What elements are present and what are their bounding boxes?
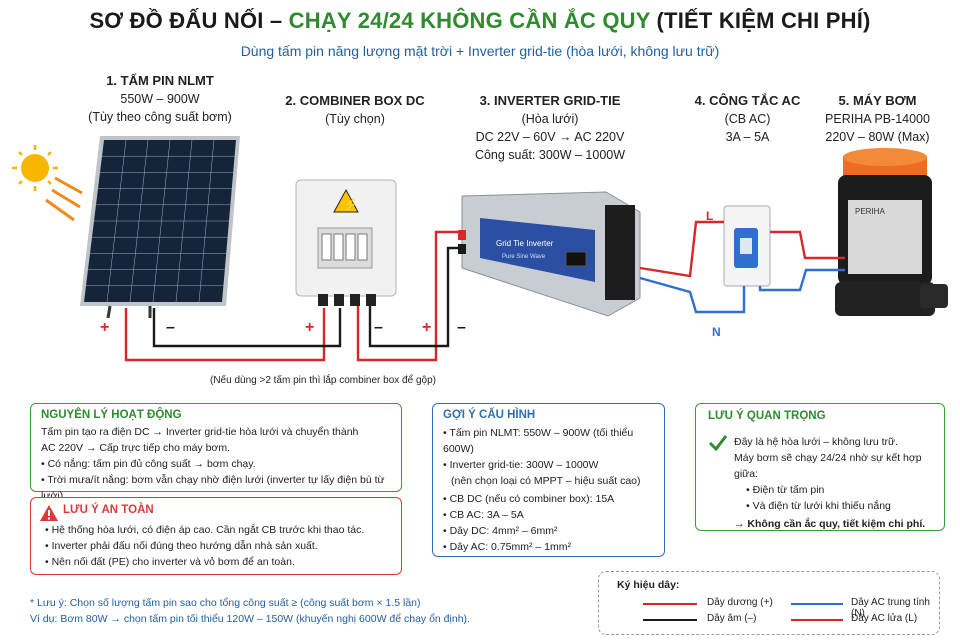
legend-swatch-negative (643, 619, 697, 621)
solar-heading: 1. TẤM PIN NLMT (106, 73, 214, 88)
page-title: SƠ ĐỒ ĐẤU NỐI – CHẠY 24/24 KHÔNG CẦN ẮC … (0, 8, 960, 34)
principle-panel: NGUYÊN LÝ HOẠT ĐỘNG Tấm pin tạo ra điện … (30, 403, 402, 502)
legend-title: Ký hiệu dây: (617, 579, 680, 591)
dc-negative-wire (152, 308, 342, 348)
inverter-voltage: DC 22V – 60V → AC 220V (475, 130, 625, 144)
solar-panel (80, 136, 240, 319)
legend-label-live: Dây AC lửa (L) (851, 613, 918, 624)
dc-wiring (124, 230, 460, 362)
important-line-2: Máy bơm sẽ chạy 24/24 nhờ sự kết hợp giữ… (734, 452, 922, 480)
ac-live-label: L (706, 209, 713, 223)
svg-text:⚡: ⚡ (343, 198, 358, 212)
combiner-plus-mark: + (305, 319, 314, 336)
safety-panel: LƯU Ý AN TOÀN • Hệ thống hòa lưới, có đi… (30, 497, 402, 575)
inverter-plus-mark: + (422, 319, 431, 336)
legend-swatch-positive (643, 603, 697, 605)
principle-title: NGUYÊN LÝ HOẠT ĐỘNG (41, 409, 182, 421)
component-label-ac-switch: 4. CÔNG TẮC AC (CB AC) 3A – 5A (685, 92, 810, 146)
config-item-2b: (nên chọn loại có MPPT – hiệu suất cao) (451, 475, 641, 487)
component-label-inverter: 3. INVERTER GRID-TIE (Hòa lưới) DC 22V –… (455, 92, 645, 164)
config-title: GỢI Ý CẤU HÌNH (443, 409, 536, 421)
config-item-3: • CB DC (nếu có combiner box): 15A (443, 493, 615, 505)
inverter-subtitle: Pure Sine Wave (502, 254, 546, 260)
config-panel: GỢI Ý CẤU HÌNH • Tấm pin NLMT: 550W – 90… (432, 403, 665, 557)
important-bullet-1: • Điện từ tấm pin (746, 484, 825, 496)
important-line-1: Đây là hệ hòa lưới – không lưu trữ. (734, 436, 898, 448)
pump-rating: 220V – 80W (Max) (825, 130, 930, 144)
principle-line-1: Tấm pin tạo ra điện DC → Inverter grid-t… (41, 426, 359, 438)
ac-wiring (639, 220, 845, 314)
dc-negative-wire-2 (368, 246, 460, 348)
solar-power: 550W – 900W (120, 92, 200, 106)
combiner-box: ⚡ (295, 179, 397, 306)
warning-icon (333, 188, 359, 213)
wiring-diagram: ⚡ Grid Tie Inverter Pure Sine Wave PERIH… (12, 136, 948, 386)
safety-bullet-1: • Hệ thống hòa lưới, có điện áp cao. Cần… (45, 524, 365, 536)
principle-bullet-1: • Có nắng: tấm pin đủ công suất → bơm ch… (41, 458, 256, 470)
dc-positive-wire (124, 308, 326, 362)
config-item-2a: • Inverter grid-tie: 300W – 1000W (443, 459, 599, 471)
combiner-note: (Nếu dùng >2 tấm pin thì lắp combiner bo… (210, 373, 436, 386)
safety-bullet-2: • Inverter phải đấu nối đúng theo hướng … (45, 540, 318, 552)
important-title: LƯU Ý QUAN TRỌNG (708, 410, 826, 422)
inverter-power: Công suất: 300W – 1000W (474, 148, 626, 162)
config-item-6: • Dây AC: 0.75mm² – 1mm² (443, 541, 571, 553)
pump-model: PERIHA PB-14000 (825, 112, 930, 126)
combiner-minus-mark: – (374, 319, 383, 336)
dc-positive-wire-2 (356, 230, 460, 362)
title-part-1: SƠ ĐỒ ĐẤU NỐI – (89, 8, 289, 33)
safety-bullet-3: • Nên nối đất (PE) cho inverter và vỏ bơ… (45, 556, 295, 568)
config-item-1: • Tấm pin NLMT: 550W – 900W (tối thiểu 6… (443, 427, 634, 455)
legend-swatch-neutral (791, 603, 843, 605)
inverter-device: Grid Tie Inverter Pure Sine Wave (458, 191, 641, 317)
water-pump: PERIHA (835, 148, 948, 316)
page-subtitle: Dùng tấm pin năng lượng mặt trời + Inver… (240, 43, 720, 59)
footnote-line-2: Ví dụ: Bơm 80W → chọn tấm pin tối thiểu … (30, 613, 470, 625)
legend-label-negative: Dây âm (–) (707, 613, 757, 624)
ac-switch-heading: 4. CÔNG TẮC AC (694, 93, 801, 108)
footnote-line-1: * Lưu ý: Chọn số lượng tấm pin sao cho t… (30, 597, 421, 609)
ac-neutral-label: N (712, 325, 721, 339)
wire-legend: Ký hiệu dây: Dây dương (+) Dây âm (–) Dâ… (598, 571, 940, 635)
solar-minus-mark: – (166, 319, 175, 336)
solar-note: (Tùy theo công suất bơm) (88, 110, 232, 124)
ac-switch-rating: 3A – 5A (725, 130, 770, 144)
ac-live-wire (639, 220, 724, 278)
component-label-combiner: 2. COMBINER BOX DC (Tùy chọn) (270, 92, 440, 128)
warning-triangle-icon (40, 505, 58, 521)
inverter-brand: Grid Tie Inverter (496, 239, 554, 248)
checkmark-icon (708, 435, 728, 452)
legend-label-neutral: Dây AC trung tính (N) (851, 597, 930, 619)
combiner-heading: 2. COMBINER BOX DC (285, 93, 425, 108)
title-highlight: CHẠY 24/24 KHÔNG CẦN ẮC QUY (288, 8, 651, 33)
sun-icon (12, 145, 83, 222)
footnote: * Lưu ý: Chọn số lượng tấm pin sao cho t… (30, 595, 470, 627)
pump-brand-label: PERIHA (855, 207, 885, 216)
inverter-minus-mark: – (457, 319, 466, 336)
solar-plus-mark: + (100, 319, 109, 336)
component-label-solar: 1. TẤM PIN NLMT 550W – 900W (Tùy theo cô… (80, 72, 240, 126)
combiner-note: (Tùy chọn) (325, 112, 385, 126)
config-item-4: • CB AC: 3A – 5A (443, 509, 524, 521)
component-label-pump: 5. MÁY BƠM PERIHA PB-14000 220V – 80W (M… (815, 92, 940, 146)
ac-neutral-wire-out (758, 268, 845, 292)
important-panel: LƯU Ý QUAN TRỌNG Đây là hệ hòa lưới – kh… (695, 403, 945, 531)
legend-label-positive: Dây dương (+) (707, 597, 773, 608)
inverter-type: (Hòa lưới) (521, 112, 579, 126)
inverter-heading: 3. INVERTER GRID-TIE (479, 93, 621, 108)
important-bullet-2: • Và điện từ lưới khi thiếu nắng (746, 500, 891, 512)
title-part-2: (TIẾT KIỆM CHI PHÍ) (650, 8, 871, 33)
ac-breaker (723, 205, 771, 287)
ac-live-wire-out (770, 230, 845, 260)
important-conclusion: → Không cần ắc quy, tiết kiệm chi phí. (734, 518, 926, 530)
ac-switch-type: (CB AC) (724, 112, 771, 126)
principle-line-2: AC 220V → Cấp trực tiếp cho máy bơm. (41, 442, 230, 454)
config-item-5: • Dây DC: 4mm² – 6mm² (443, 525, 558, 537)
safety-title: LƯU Ý AN TOÀN (63, 504, 154, 516)
pump-heading: 5. MÁY BƠM (838, 93, 917, 108)
ac-neutral-wire (639, 276, 746, 314)
legend-swatch-live (791, 619, 843, 621)
